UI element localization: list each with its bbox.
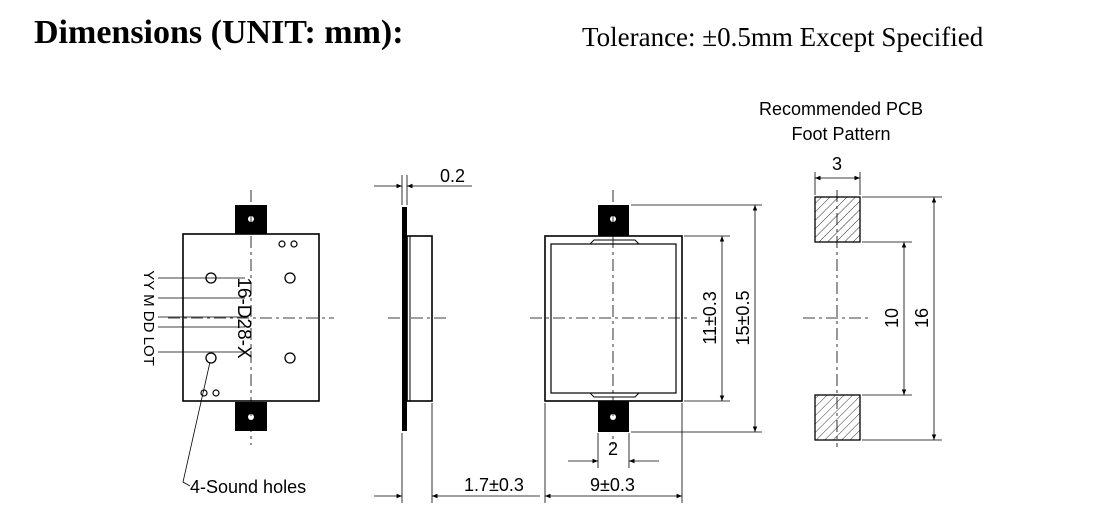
inner-height-label: 11±0.3 [700, 291, 720, 345]
pad-width-label: 3 [832, 154, 842, 174]
page-title: Dimensions (UNIT: mm): [34, 14, 404, 51]
outer-span-label: 16 [912, 308, 932, 328]
side-housing [406, 235, 433, 402]
tolerance-note: Tolerance: ±0.5mm Except Specified [582, 22, 984, 52]
rear-view: 9±0.3 2 11±0.3 15±0.5 [530, 190, 762, 503]
pcb-title-line1: Recommended PCB [759, 99, 923, 119]
pcb-foot-pattern: Recommended PCB Foot Pattern 3 10 16 [759, 99, 942, 447]
inner-span-label: 10 [882, 308, 902, 328]
outer-height-label: 15±0.5 [733, 291, 753, 346]
terminal-width-label: 2 [608, 439, 618, 459]
pcb-pad-top [814, 196, 861, 243]
sound-hole [284, 352, 296, 364]
sound-hole [284, 272, 296, 284]
pcb-title-line2: Foot Pattern [791, 124, 890, 144]
pcb-pad-bottom [814, 394, 861, 441]
width-label: 9±0.3 [590, 475, 635, 495]
sound-holes-label: 4-Sound holes [190, 477, 306, 497]
front-view: 16-D28-X YY M DD LOT 4-Sound holes [140, 190, 334, 497]
marking-text: 16-D28-X [233, 277, 254, 359]
marking-legend: YY M DD LOT [140, 270, 157, 366]
side-view: 0.2 1.7±0.3 [374, 166, 540, 503]
sound-hole [205, 352, 217, 364]
rear-body [544, 235, 683, 402]
depth-label: 1.7±0.3 [464, 475, 524, 495]
thickness-label: 0.2 [440, 166, 465, 186]
